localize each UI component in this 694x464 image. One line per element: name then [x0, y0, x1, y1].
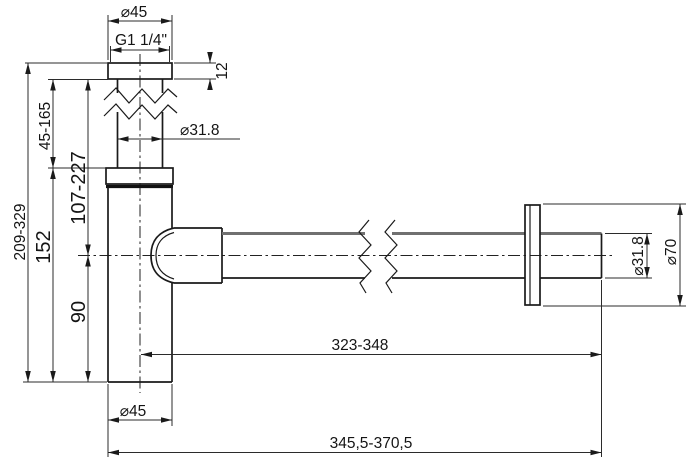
break-symbol-outlet-left — [358, 219, 372, 294]
arrowhead — [50, 168, 56, 179]
arrowhead — [677, 295, 683, 306]
arrowhead — [141, 351, 152, 358]
top-flange — [107, 62, 173, 80]
arrowhead — [25, 371, 31, 382]
dim-outlet-pipe-diameter: ⌀31.8 — [605, 233, 652, 279]
dim-height-overall: 209-329 — [12, 62, 107, 383]
dim-label-height-inlet-to-outlet-axis: 107-227 — [68, 151, 90, 224]
dim-label-thread-size: G1 1/4" — [115, 32, 167, 49]
arrowhead — [108, 417, 119, 423]
arrowhead — [161, 417, 172, 423]
arrowhead — [158, 47, 170, 53]
arrowhead — [85, 371, 91, 382]
arrowhead — [207, 52, 213, 63]
arrowhead — [50, 79, 56, 91]
dim-label-height-inlet-adjustable: 45-165 — [37, 102, 54, 150]
arrowhead — [85, 79, 91, 91]
dim-wall-rosette-diameter: ⌀70 — [543, 203, 686, 307]
dim-length-overall: 345,5-370,5 — [108, 435, 602, 456]
arrowhead — [50, 371, 56, 382]
break-symbol-inlet-lower — [103, 103, 178, 120]
dim-height-body: 152 — [33, 168, 56, 382]
arrowhead — [207, 79, 213, 90]
arrowhead — [50, 157, 56, 168]
break-symbol-inlet-upper — [103, 87, 178, 104]
arrowhead — [85, 244, 91, 256]
dim-label-height-axis-to-bottom: 90 — [68, 301, 90, 323]
dim-body-diameter: ⌀45 — [107, 384, 173, 457]
arrowhead — [85, 255, 91, 267]
arrowhead — [117, 136, 129, 142]
dim-label-top-flange-diameter: ⌀45 — [121, 4, 148, 21]
wall-rosette — [524, 204, 541, 306]
break-symbol-outlet-right — [384, 219, 398, 294]
dim-flange-thickness: 12 — [174, 52, 231, 90]
dim-height-inlet-adjustable: 45-165 — [37, 79, 108, 169]
dim-label-flange-thickness: 12 — [214, 62, 231, 79]
dim-label-height-body: 152 — [33, 230, 55, 263]
dim-height-inlet-to-outlet-axis: 107-227 — [68, 79, 91, 256]
arrowhead — [644, 267, 650, 278]
dim-top-flange-diameter: ⌀45 — [107, 4, 173, 60]
arrowhead — [677, 204, 683, 215]
elbow-nose-outer — [150, 227, 175, 284]
dim-label-inlet-pipe-diameter: ⌀31.8 — [180, 122, 220, 139]
siphon-outline — [103, 62, 603, 383]
arrowhead — [590, 449, 602, 456]
arrowhead — [161, 18, 172, 24]
arrowhead — [151, 136, 163, 142]
dim-label-body-diameter: ⌀45 — [120, 403, 147, 420]
dim-label-wall-rosette-diameter: ⌀70 — [663, 238, 680, 265]
arrowhead — [590, 351, 602, 358]
dim-label-outlet-pipe-diameter: ⌀31.8 — [630, 236, 647, 276]
dim-label-height-overall: 209-329 — [12, 204, 29, 261]
dim-height-axis-to-bottom: 90 — [68, 255, 91, 382]
arrowhead — [108, 18, 119, 24]
dim-label-length-overall: 345,5-370,5 — [330, 435, 413, 452]
arrowhead — [25, 63, 31, 74]
dim-length-axis-to-outlet-end: 323-348 — [141, 280, 602, 457]
centerlines — [78, 54, 612, 393]
elbow-nose-inner — [155, 231, 175, 280]
arrowhead — [110, 47, 122, 53]
arrowhead — [108, 449, 119, 456]
arrowhead — [644, 233, 650, 245]
dim-inlet-pipe-diameter: ⌀31.8 — [117, 122, 240, 142]
body-nut — [105, 167, 174, 185]
dim-thread-size: G1 1/4" — [110, 32, 170, 62]
dim-label-length-axis-to-outlet-end: 323-348 — [332, 337, 389, 354]
